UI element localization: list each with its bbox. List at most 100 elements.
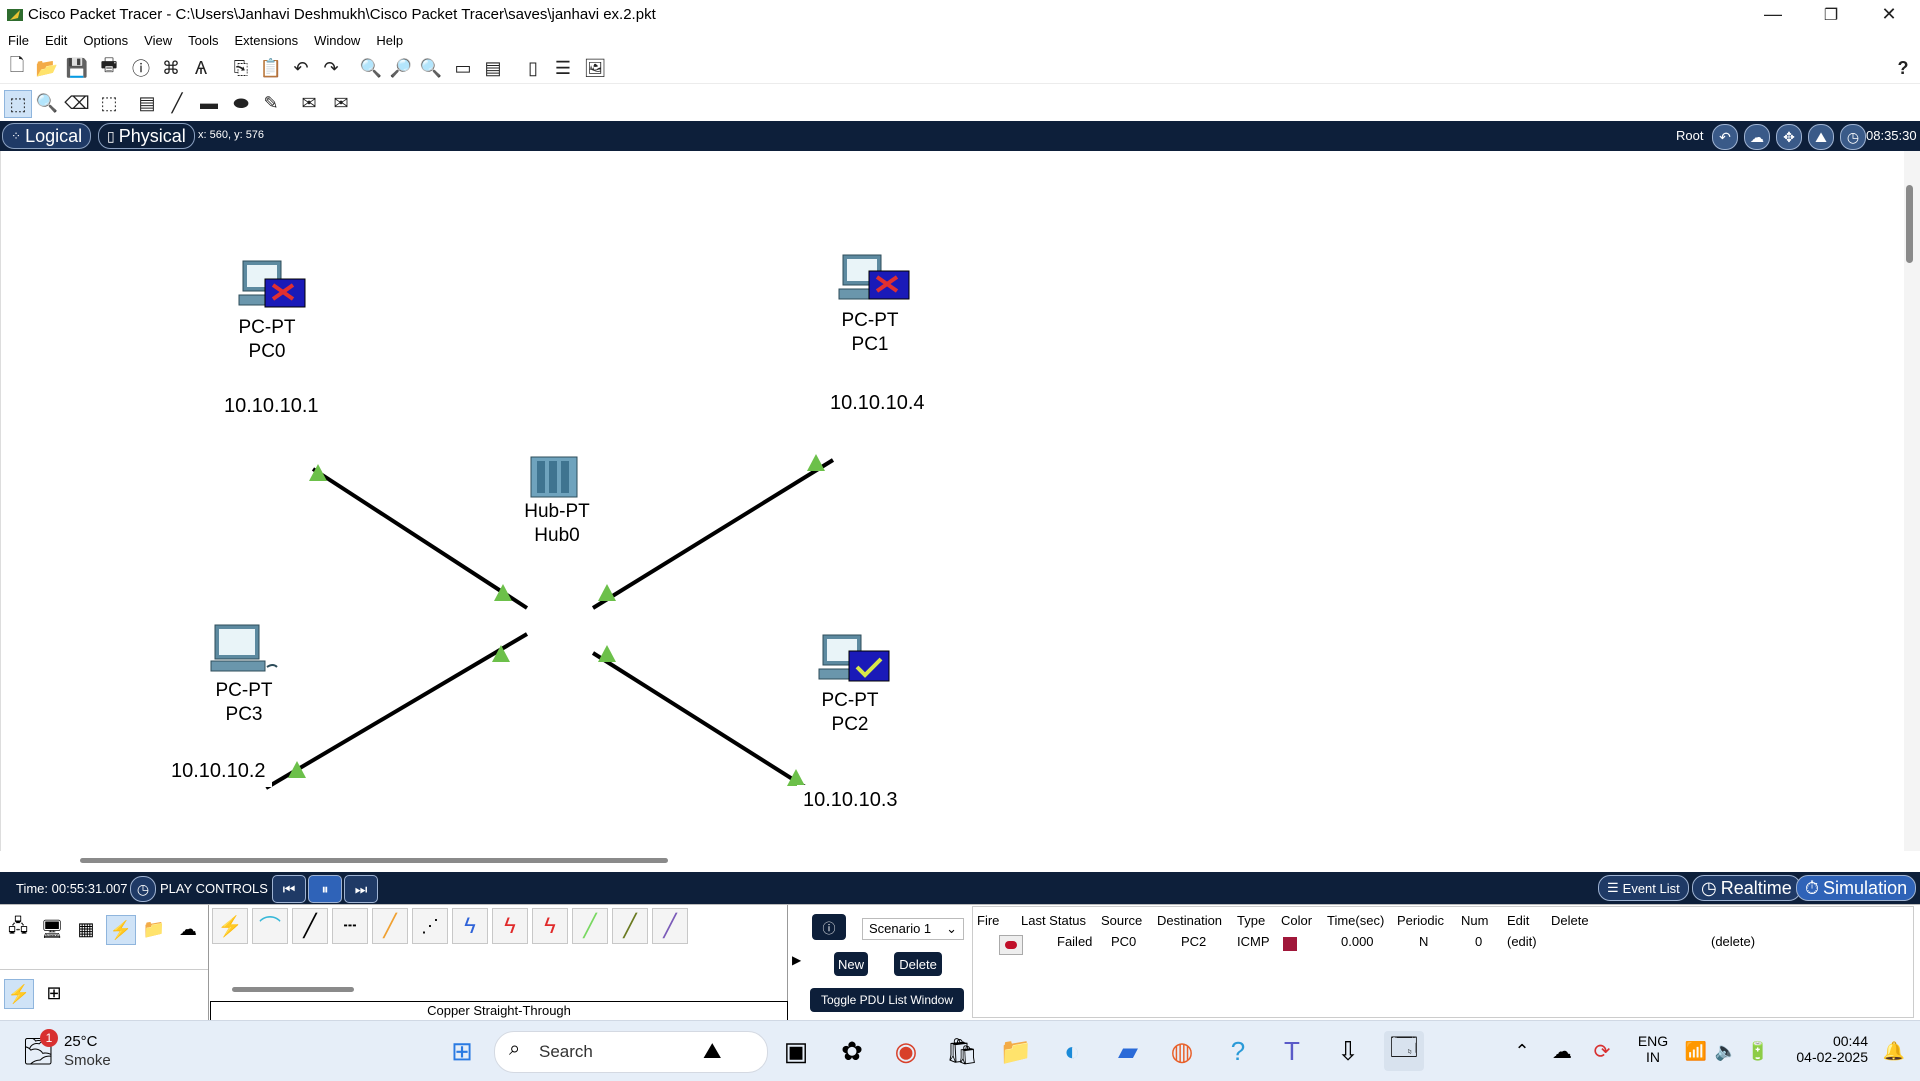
minimize-button[interactable]: —: [1764, 4, 1782, 24]
freeform-tool-icon[interactable]: ✎: [263, 92, 279, 113]
usb-cable-icon[interactable]: ╱: [652, 908, 688, 944]
octal-cable-icon[interactable]: ╱: [572, 908, 608, 944]
network-devices-category-icon[interactable]: 🖧: [7, 916, 29, 936]
background-icon[interactable]: ⛰: [1808, 124, 1834, 150]
iot-custom-cable-icon[interactable]: ╱: [612, 908, 648, 944]
close-button[interactable]: ✕: [1881, 4, 1897, 24]
pc0-device[interactable]: [233, 259, 309, 311]
taskbar-search-box[interactable]: ⌕ Search ⛰: [494, 1031, 768, 1073]
cluster-icon[interactable]: ☁: [1744, 124, 1770, 150]
packet-tracer-taskbar-icon[interactable]: 🗔: [1384, 1031, 1424, 1071]
volume-icon[interactable]: 🔈: [1714, 1040, 1738, 1061]
toggle-pdu-list-button[interactable]: Toggle PDU List Window: [810, 988, 964, 1012]
simple-pdu-icon[interactable]: ✉: [301, 92, 317, 113]
input-language[interactable]: ENG IN: [1636, 1033, 1670, 1065]
step-back-icon[interactable]: ⏮: [272, 875, 306, 903]
menu-view[interactable]: View: [144, 32, 173, 48]
move-icon[interactable]: ✥: [1776, 124, 1802, 150]
realtime-button[interactable]: ◷ Realtime: [1692, 875, 1801, 901]
straight-through-cable-icon[interactable]: ╱: [292, 908, 328, 944]
vertical-scrollbar-thumb[interactable]: [1906, 185, 1913, 263]
delete-tool-icon[interactable]: ⌫: [64, 92, 90, 113]
cable-list-scrollbar-thumb[interactable]: [232, 987, 354, 992]
link-pc1-hub[interactable]: [591, 458, 835, 610]
misc-category-icon[interactable]: 📁: [142, 918, 166, 939]
pc2-ip-note[interactable]: 10.10.10.3: [797, 785, 904, 816]
activity-wizard-icon[interactable]: Ѧ: [194, 57, 208, 78]
windows-start-icon[interactable]: ⊞: [451, 1035, 473, 1066]
line-tool-icon[interactable]: ╱: [171, 92, 183, 113]
notification-icon[interactable]: 🔔: [1882, 1040, 1906, 1061]
downloads-icon[interactable]: ⇩: [1337, 1035, 1359, 1066]
components-category-icon[interactable]: ▦: [77, 918, 95, 939]
menu-file[interactable]: File: [8, 32, 29, 48]
note-tool-icon[interactable]: ▤: [138, 92, 156, 113]
step-forward-icon[interactable]: ⏭: [344, 875, 378, 903]
weather-temperature[interactable]: 25°C: [64, 1033, 98, 1050]
wifi-icon[interactable]: 📶: [1684, 1040, 1708, 1061]
copilot-icon[interactable]: ✿: [841, 1035, 863, 1066]
end-devices-category-icon[interactable]: 🖥: [40, 918, 64, 939]
pc3-ip-note[interactable]: 10.10.10.2: [165, 756, 272, 787]
cell-edit-link[interactable]: (edit): [1507, 934, 1537, 949]
system-clock[interactable]: 00:44 04-02-2025: [1784, 1033, 1868, 1065]
menu-options[interactable]: Options: [83, 32, 129, 48]
undo-icon[interactable]: ↶: [293, 57, 309, 78]
horizontal-scrollbar-thumb[interactable]: [80, 858, 668, 863]
delete-scenario-button[interactable]: Delete: [894, 952, 942, 976]
info-icon[interactable]: ⓘ: [132, 59, 150, 79]
crossover-cable-icon[interactable]: ┄: [332, 908, 368, 944]
cell-delete-link[interactable]: (delete): [1711, 934, 1756, 949]
inspect-tool-icon[interactable]: 🔍: [35, 92, 59, 113]
fiber-cable-icon[interactable]: ╱: [372, 908, 408, 944]
paste-icon[interactable]: 📋: [259, 57, 283, 78]
menu-tools[interactable]: Tools: [188, 32, 219, 48]
connections-subcategory-icon[interactable]: ⚡: [4, 979, 34, 1009]
logical-workspace-canvas[interactable]: PC-PT PC0 10.10.10.1 PC-PT PC1 10.10.10.…: [0, 151, 1901, 851]
menu-extensions[interactable]: Extensions: [234, 32, 299, 48]
save-icon[interactable]: 💾: [65, 57, 89, 78]
serial-dte-cable-icon[interactable]: ϟ: [532, 908, 568, 944]
get-help-icon[interactable]: ?: [1230, 1035, 1246, 1066]
console-cable-icon[interactable]: ⌒: [252, 908, 288, 944]
help-icon[interactable]: ?: [1897, 57, 1909, 78]
connections-category-icon[interactable]: ⚡: [106, 915, 136, 945]
event-list-button[interactable]: ☰ Event List: [1598, 875, 1689, 901]
teams-icon[interactable]: T: [1284, 1035, 1300, 1066]
pc1-device[interactable]: [837, 253, 913, 305]
pause-icon[interactable]: ⏸: [308, 875, 342, 903]
myhp-icon[interactable]: ▰: [1118, 1035, 1138, 1066]
multiuser-category-icon[interactable]: ☁: [179, 918, 197, 939]
pc1-ip-note[interactable]: 10.10.10.4: [824, 388, 931, 419]
logical-tab[interactable]: ⁘ Logical: [2, 123, 92, 149]
phone-cable-icon[interactable]: ⋰: [412, 908, 448, 944]
redo-icon[interactable]: ↷: [323, 57, 339, 78]
zoom-in-icon[interactable]: 🔍: [359, 57, 383, 78]
firefox-icon[interactable]: ◍: [1170, 1035, 1194, 1066]
clock-icon[interactable]: ◷: [1840, 124, 1866, 150]
pc3-device[interactable]: [209, 623, 285, 675]
reset-timer-icon[interactable]: ◷: [130, 876, 156, 902]
fire-pdu-icon[interactable]: [999, 935, 1023, 955]
task-view-icon[interactable]: ▣: [783, 1035, 809, 1066]
file-explorer-icon[interactable]: 📁: [999, 1035, 1033, 1066]
viewport-icon[interactable]: ☰: [554, 57, 572, 78]
zoom-reset-icon[interactable]: 🔎: [389, 57, 413, 78]
coaxial-cable-icon[interactable]: ϟ: [452, 908, 488, 944]
sync-icon[interactable]: ⟳: [1593, 1040, 1611, 1063]
link-pc2-hub[interactable]: [591, 651, 815, 794]
store-icon[interactable]: 🛍: [945, 1035, 979, 1066]
weather-description[interactable]: Smoke: [64, 1052, 111, 1069]
rectangle-tool-icon[interactable]: ▬: [200, 92, 218, 113]
expand-arrow-icon[interactable]: ▶: [792, 953, 802, 967]
scenario-select[interactable]: Scenario 1 ⌄: [862, 918, 964, 940]
copy-icon[interactable]: ⎘: [233, 57, 249, 78]
select-tool-icon[interactable]: ⬚: [4, 90, 32, 118]
link-pc3-hub[interactable]: [264, 632, 529, 790]
grid-subcategory-icon[interactable]: ⊞: [46, 982, 62, 1003]
vertical-scrollbar[interactable]: [1904, 151, 1920, 851]
automatic-cable-icon[interactable]: ⚡: [212, 908, 248, 944]
resize-tool-icon[interactable]: ⬚: [100, 92, 118, 113]
pc0-ip-note[interactable]: 10.10.10.1: [218, 391, 325, 422]
cell-color-swatch[interactable]: [1283, 937, 1297, 951]
